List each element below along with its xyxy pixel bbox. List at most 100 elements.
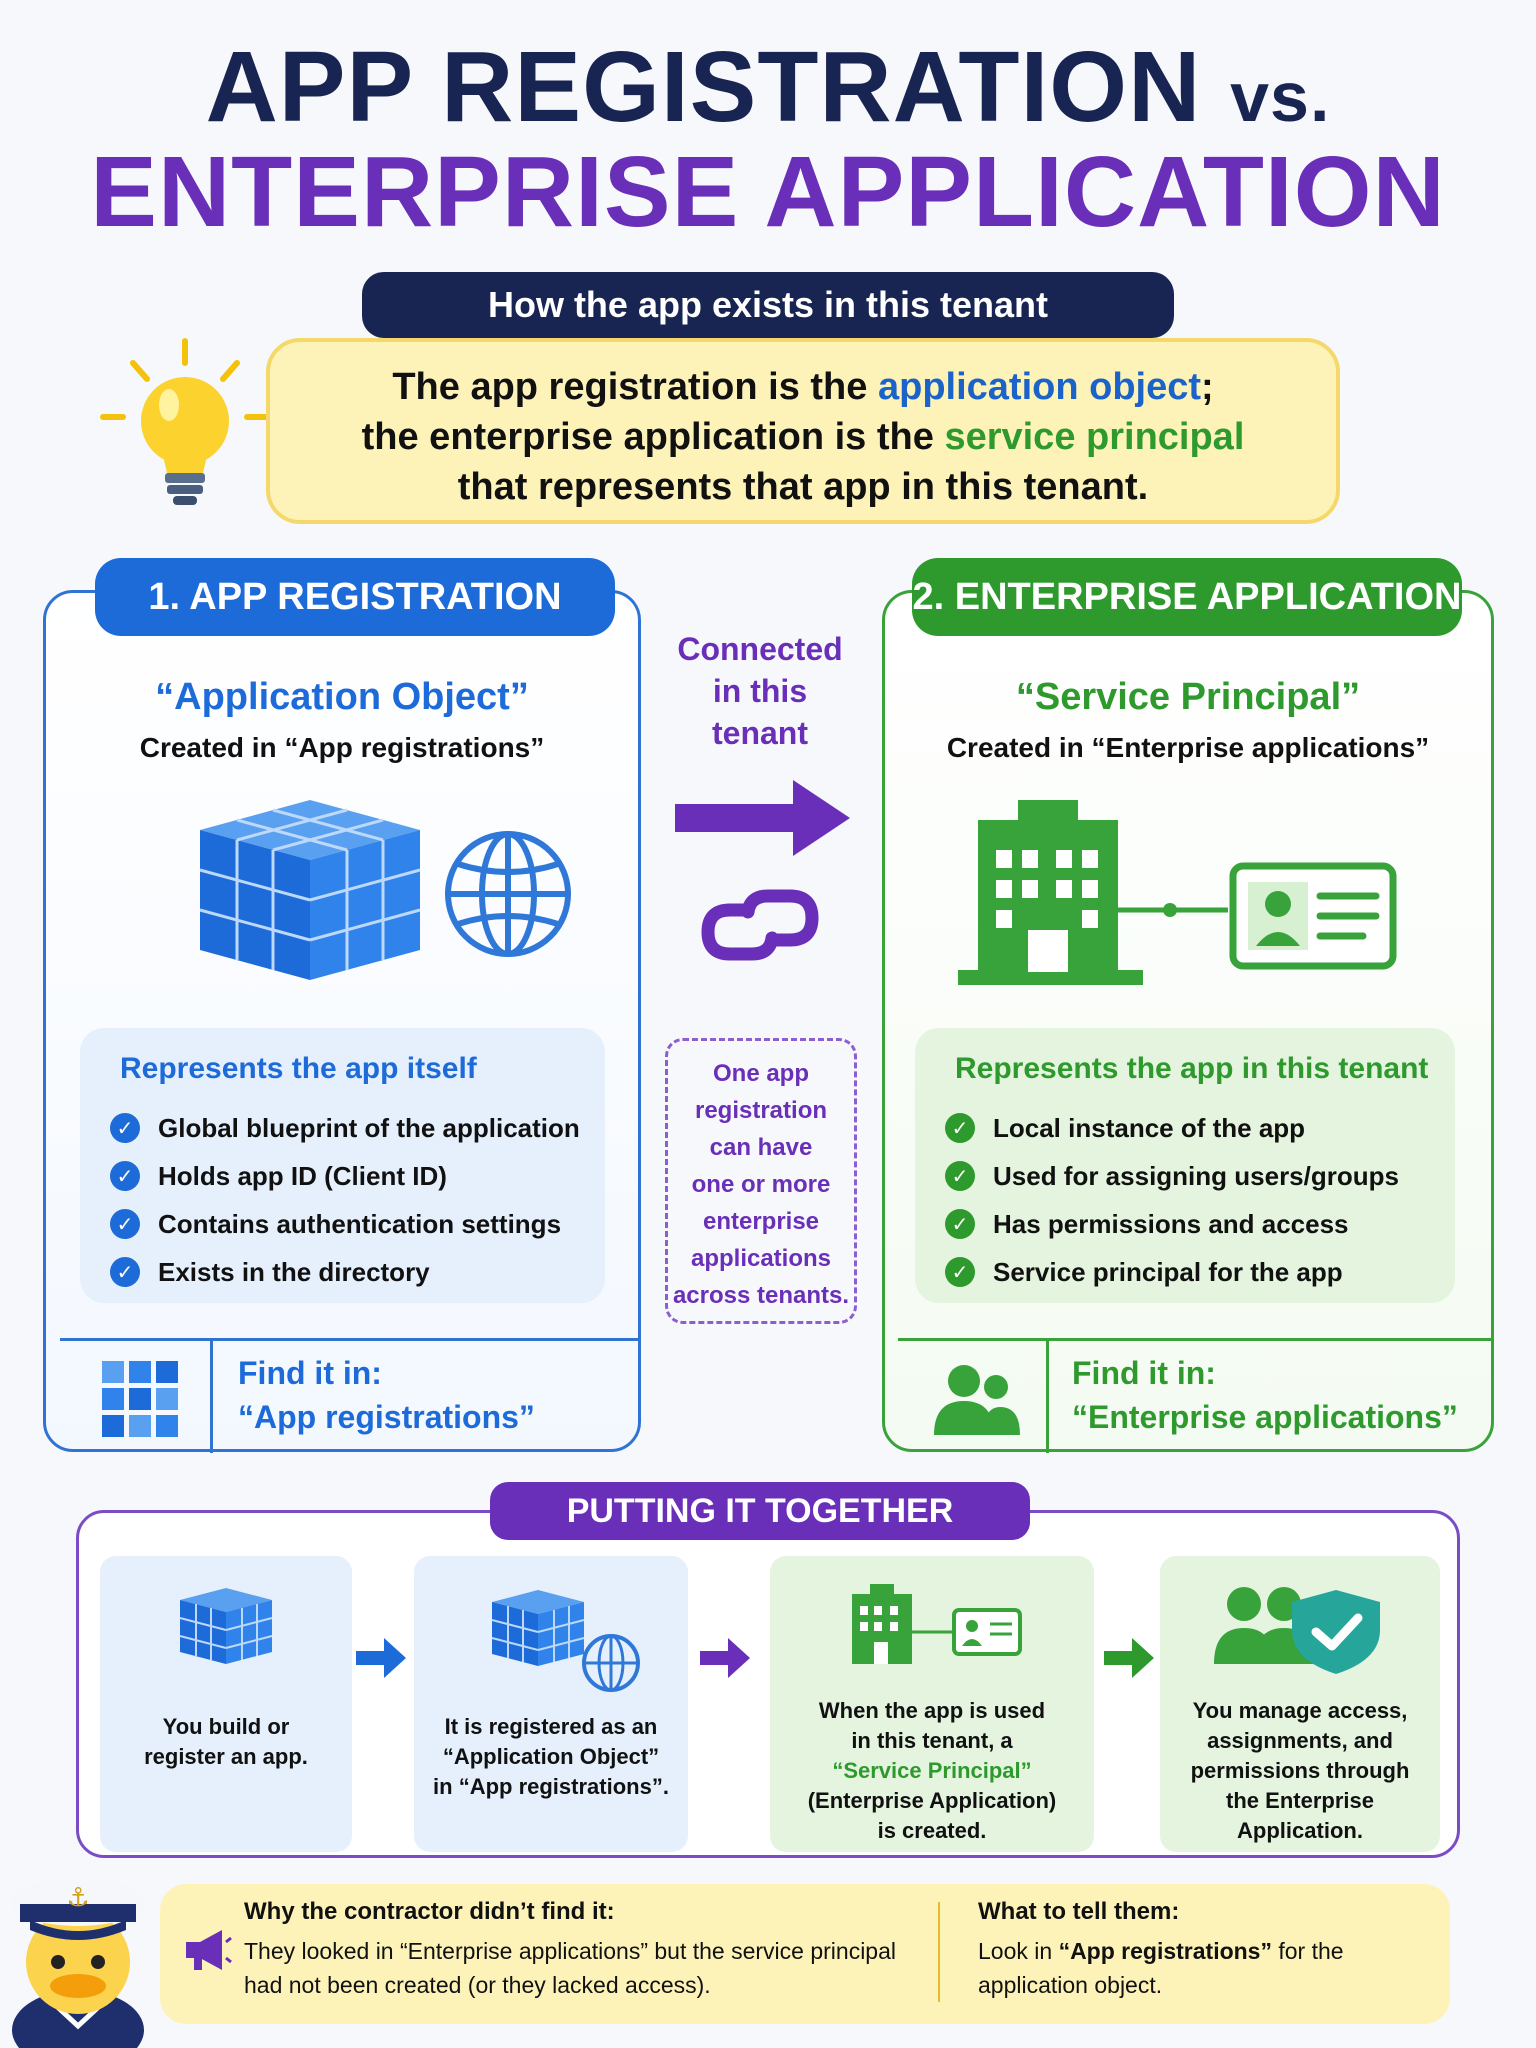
multi-tenant-note: One app registration can have one or mor… (665, 1038, 857, 1324)
contractor-note-box: Why the contractor didn’t find it: They … (160, 1884, 1450, 2024)
find-value: “Enterprise applications” (1072, 1399, 1458, 1435)
step-line: in this tenant, a (851, 1728, 1013, 1753)
connected-label: Connected in this tenant (660, 628, 860, 754)
list-item: ✓ Exists in the directory (110, 1248, 605, 1296)
arrow-right-icon (356, 1638, 406, 1678)
connected-line: Connected (677, 631, 843, 667)
note-line: applications (690, 1245, 832, 1272)
cube-icon (179, 1588, 273, 1664)
definition-callout: The app registration is the application … (266, 338, 1340, 524)
tell-text-line-2: application object. (978, 1972, 1163, 1998)
lightbulb-icon (100, 338, 270, 505)
step-line: You build or (162, 1714, 290, 1739)
find-value: “App registrations” (238, 1399, 535, 1435)
list-item-text: Exists in the directory (158, 1256, 430, 1287)
note-line: registration (694, 1097, 828, 1124)
why-heading: Why the contractor didn’t find it: (244, 1898, 615, 1925)
check-icon: ✓ (945, 1209, 975, 1239)
building-id-card-icon (958, 800, 1397, 985)
step-line: It is registered as an (444, 1714, 658, 1739)
callout-line-3: that represents that app in this tenant. (457, 466, 1149, 508)
connected-line: in this (712, 673, 808, 709)
callout-line-1: The app registration is the application … (270, 362, 1336, 412)
callout-text: ; (1201, 366, 1214, 408)
arrow-right-icon (700, 1638, 750, 1678)
step-line: You manage access, (1192, 1698, 1408, 1723)
link-chain-icon (701, 889, 819, 961)
cube-icon (491, 1590, 585, 1666)
step-line: permissions through (1190, 1758, 1410, 1783)
list-item-text: Global blueprint of the application (158, 1112, 580, 1143)
enterprise-app-created-in: Created in “Enterprise applications” (946, 732, 1430, 763)
list-item: ✓ Holds app ID (Client ID) (110, 1152, 605, 1200)
step-line: in “App registrations”. (433, 1774, 669, 1799)
enterprise-app-list: Represents the app in this tenant ✓Local… (915, 1028, 1455, 1303)
step-line: “Application Object” (442, 1744, 660, 1769)
connected-line: tenant (712, 715, 808, 751)
check-icon: ✓ (945, 1113, 975, 1143)
list-item-text: Service principal for the app (993, 1256, 1343, 1287)
globe-icon (582, 1634, 640, 1692)
putting-it-together-title: PUTTING IT TOGETHER (490, 1482, 1030, 1540)
arrow-right-icon (675, 780, 850, 856)
service-principal-title: “Service Principal” (1015, 676, 1361, 718)
step-service-principal-created: When the app is used in this tenant, a “… (770, 1556, 1094, 1852)
users-icon (934, 1365, 1020, 1435)
svg-text:⚓: ⚓ (66, 1883, 89, 1913)
app-registration-tab: 1. APP REGISTRATION (95, 558, 615, 636)
page-title-line-2: ENTERPRISE APPLICATION (90, 136, 1446, 248)
app-registration-card (43, 590, 641, 1452)
divider (1046, 1341, 1049, 1453)
step-line: is created. (877, 1818, 987, 1843)
enterprise-application-card (882, 590, 1494, 1452)
list-item: ✓Used for assigning users/groups (945, 1152, 1455, 1200)
check-icon: ✓ (110, 1161, 140, 1191)
list-heading: Represents the app itself (120, 1052, 477, 1085)
cube-icon (199, 800, 421, 980)
building-id-card-icon (852, 1584, 1022, 1664)
note-line: enterprise (702, 1208, 820, 1235)
callout-highlight-service-principal: service principal (944, 416, 1245, 458)
step-text: When the app is used in this tenant, a “… (770, 1696, 1094, 1846)
subtitle-pill: How the app exists in this tenant (362, 272, 1174, 338)
callout-highlight-application-object: application object (877, 366, 1202, 408)
list-item-text: Holds app ID (Client ID) (158, 1160, 447, 1191)
step-line: (Enterprise Application) (807, 1788, 1057, 1813)
step-manage-access: You manage access, assignments, and perm… (1160, 1556, 1440, 1852)
divider (210, 1341, 213, 1453)
tell-heading: What to tell them: (978, 1898, 1180, 1925)
title-main-text: APP REGISTRATION (205, 31, 1202, 143)
megaphone-icon (186, 1930, 232, 1970)
duck-captain-mascot-icon: ⚓ (10, 1878, 146, 2048)
list-item: ✓Local instance of the app (945, 1104, 1455, 1152)
step-text: You manage access, assignments, and perm… (1160, 1696, 1440, 1846)
users-shield-icon (1214, 1587, 1380, 1674)
check-icon: ✓ (110, 1113, 140, 1143)
step-line: the Enterprise (1226, 1788, 1374, 1813)
check-icon: ✓ (945, 1161, 975, 1191)
list-item: ✓Contains authentication settings (110, 1200, 605, 1248)
callout-text: The app registration is the (392, 366, 878, 408)
step-line: register an app. (144, 1744, 308, 1769)
app-registration-list: Represents the app itself ✓ Global bluepr… (80, 1028, 605, 1303)
tell-text-bold: “App registrations” (1058, 1938, 1272, 1964)
step-line: Application. (1237, 1818, 1363, 1843)
step-line-highlight: “Service Principal” (832, 1758, 1032, 1783)
check-icon: ✓ (945, 1257, 975, 1287)
step-build-app: You build or register an app. (100, 1556, 352, 1852)
list-item-text: Has permissions and access (993, 1208, 1349, 1239)
check-icon: ✓ (110, 1257, 140, 1287)
note-line: One app (712, 1060, 809, 1087)
note-line: across tenants. (672, 1282, 850, 1309)
application-object-title: “Application Object” (155, 676, 529, 718)
list-heading: Represents the app in this tenant (955, 1052, 1429, 1085)
list-item: ✓ Service principal for the app (945, 1248, 1455, 1296)
list-item: ✓ Global blueprint of the application (110, 1104, 605, 1152)
step-text: You build or register an app. (100, 1712, 352, 1772)
app-registration-created-in: Created in “App registrations” (139, 732, 545, 763)
tell-text: Look in (978, 1938, 1059, 1964)
callout-line-2: the enterprise application is the servic… (270, 412, 1336, 462)
tell-text: for the (1271, 1938, 1344, 1964)
step-registered-object: It is registered as an “Application Obje… (414, 1556, 688, 1852)
globe-icon (445, 831, 571, 957)
